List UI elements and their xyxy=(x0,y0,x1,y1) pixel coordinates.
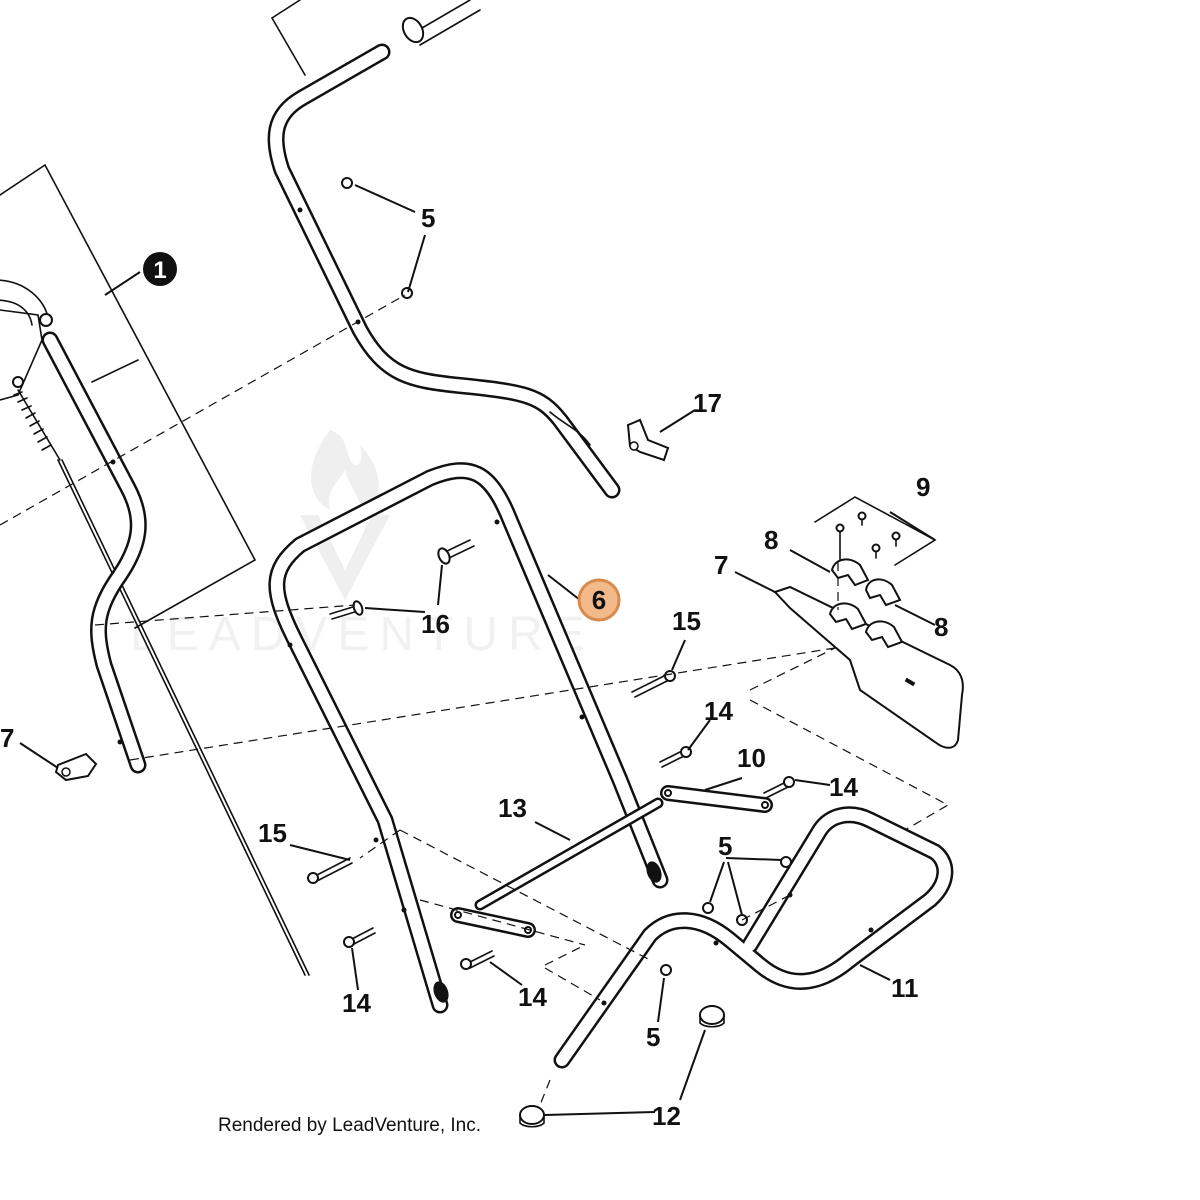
control-panel-7 xyxy=(773,585,964,749)
rod-part-13 xyxy=(474,797,664,911)
clip-17 xyxy=(626,418,670,462)
main-handle-part-6 xyxy=(268,462,669,1014)
upper-handle xyxy=(267,0,621,499)
callout-5-middle[interactable]: 5 xyxy=(718,831,732,861)
callout-14-left[interactable]: 14 xyxy=(342,988,371,1018)
clamp-8-a xyxy=(830,558,870,587)
link-part-10-upper xyxy=(660,785,773,813)
pivot-bolt-icon xyxy=(39,313,53,327)
rendered-by-credit: Rendered by LeadVenture, Inc. xyxy=(218,1115,481,1136)
callout-15-left[interactable]: 15 xyxy=(258,818,287,848)
callout-8-top[interactable]: 8 xyxy=(764,525,778,555)
callout-1-badge[interactable]: 1 xyxy=(143,252,177,286)
bolt-14-right-b xyxy=(763,776,795,799)
nut-5-a xyxy=(780,856,792,868)
callout-6-highlight[interactable]: 6 xyxy=(577,578,621,622)
callout-6-text: 6 xyxy=(592,585,606,615)
nut-5-d xyxy=(660,964,672,976)
callout-15-right[interactable]: 15 xyxy=(672,606,701,636)
callout-7-left[interactable]: 7 xyxy=(0,723,14,753)
callout-10[interactable]: 10 xyxy=(737,743,766,773)
part-1-assembly xyxy=(0,163,310,976)
bolt-16-lower xyxy=(329,600,364,620)
end-cap-12-a xyxy=(699,1005,725,1028)
bolt-14-left xyxy=(343,927,376,948)
lower-frame-part-11 xyxy=(553,806,954,1069)
watermark-text: LEADVENTURE xyxy=(130,608,595,661)
callout-9[interactable]: 9 xyxy=(916,472,930,502)
bolt-15-right xyxy=(631,670,676,698)
bolt-14-right-a xyxy=(659,746,692,768)
bolt-14-lower xyxy=(460,950,495,970)
callout-14-right[interactable]: 14 xyxy=(829,772,858,802)
callout-5-top[interactable]: 5 xyxy=(421,203,435,233)
callout-13[interactable]: 13 xyxy=(498,793,527,823)
link-part-10-lower xyxy=(450,907,536,938)
end-cap-12-b xyxy=(519,1105,545,1128)
callout-7-panel[interactable]: 7 xyxy=(714,550,728,580)
callout-11[interactable]: 11 xyxy=(891,973,919,1003)
handle-grip xyxy=(401,0,481,46)
assembly-dashed-lines xyxy=(0,294,950,1106)
callout-5-bottom[interactable]: 5 xyxy=(646,1022,660,1052)
clamp-8-b xyxy=(864,578,902,607)
clip-7-left xyxy=(54,752,98,782)
leader-lines xyxy=(19,184,936,1116)
callout-14-right-top[interactable]: 14 xyxy=(704,696,733,726)
callout-16[interactable]: 16 xyxy=(421,609,450,639)
clamp-8-c xyxy=(828,602,868,631)
callout-14-lower[interactable]: 14 xyxy=(518,982,547,1012)
callout-1-text: 1 xyxy=(153,257,166,284)
callout-8-right[interactable]: 8 xyxy=(934,612,948,642)
bolt-15-left xyxy=(307,857,353,884)
screws-9 xyxy=(814,496,937,566)
callout-labels: 5 17 9 8 7 8 15 16 14 7 10 14 13 15 5 11… xyxy=(0,203,948,1131)
clamp-8-d xyxy=(864,620,904,649)
bolt-16-upper xyxy=(437,539,475,565)
nut-5-b xyxy=(702,902,714,914)
callout-17[interactable]: 17 xyxy=(693,388,722,418)
callout-12[interactable]: 12 xyxy=(652,1101,681,1131)
